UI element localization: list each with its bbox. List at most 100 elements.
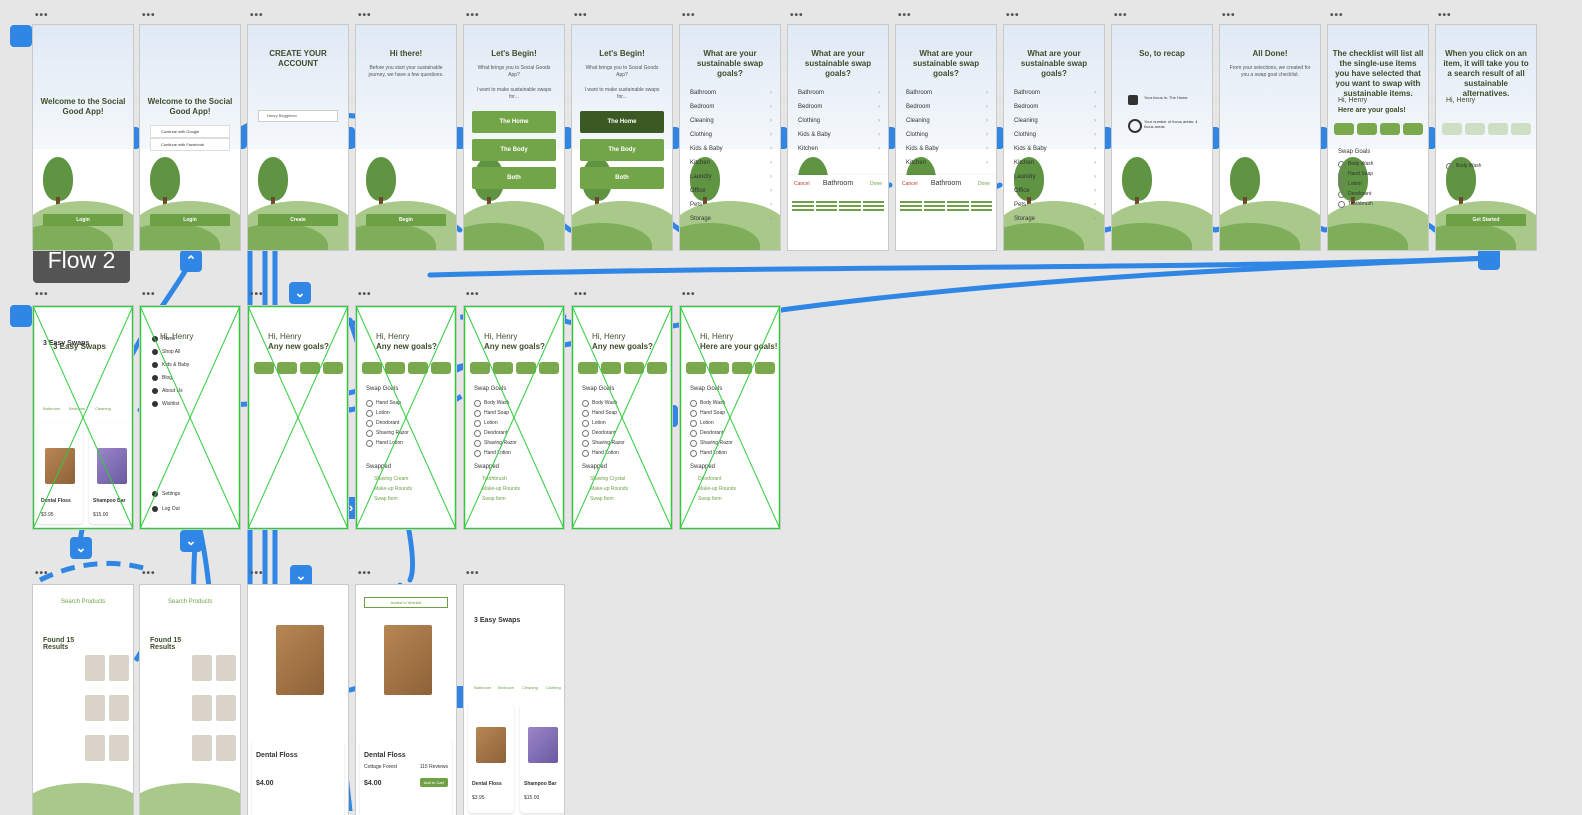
artboard-menu-dots[interactable]: ••• [250,289,264,300]
swap-goal-item[interactable]: Lotion [582,418,666,428]
category-tab[interactable]: Bathroom [43,406,61,411]
product-thumbnail[interactable] [85,695,105,721]
artboard-menu-dots[interactable]: ••• [250,10,264,21]
swapped-item[interactable]: Deodorant [698,476,722,482]
side-menu-item[interactable]: Log Out [162,506,180,512]
modal-cancel-link[interactable]: Cancel [902,181,918,187]
goal-category-item[interactable]: Laundry› [690,171,772,185]
product-thumbnail[interactable] [109,735,129,761]
subcategory-chip[interactable] [815,209,837,211]
swap-goal-item[interactable]: Hand Soap [690,408,774,418]
goal-category-item[interactable]: Kids & Baby› [690,143,772,157]
side-menu-item[interactable]: Wishlist [162,401,180,407]
category-chip[interactable] [1403,123,1423,135]
goal-category-item[interactable]: Kitchen› [906,157,988,171]
swap-goal-item[interactable]: Lotion [1338,179,1422,189]
goal-category-item[interactable]: Cleaning› [1014,115,1096,129]
modal-done-link[interactable]: Done [870,181,882,187]
subcategory-chip[interactable] [839,209,861,211]
category-chip[interactable] [362,362,382,374]
swap-goal-item[interactable]: Lotion [474,418,558,428]
swap-goal-item[interactable]: Hand Soap [582,408,666,418]
subcategory-chip[interactable] [792,205,814,207]
artboard-menu-dots[interactable]: ••• [466,289,480,300]
product-thumbnail[interactable] [192,695,212,721]
goal-category-item[interactable]: Bathroom› [1014,87,1096,101]
goal-category-item[interactable]: Clothing› [798,115,880,129]
artboard-menu-dots[interactable]: ••• [142,289,156,300]
product-thumbnail[interactable] [192,655,212,681]
category-chip[interactable] [323,362,343,374]
subcategory-chip[interactable] [839,201,861,203]
product-thumbnail[interactable] [85,655,105,681]
category-chip[interactable] [493,362,513,374]
subcategory-chip[interactable] [815,201,837,203]
artboard-menu-dots[interactable]: ••• [358,568,372,579]
swapped-item[interactable]: Swap Item [698,496,722,502]
goal-category-item[interactable]: Kids & Baby› [798,129,880,143]
goal-category-item[interactable]: Laundry› [1014,171,1096,185]
product-thumbnail[interactable] [216,735,236,761]
category-chip[interactable] [709,362,729,374]
prototype-connector-handle[interactable]: ⌃ [180,250,202,272]
artboard-row1-9[interactable]: What are your sustainable swap goals?Bat… [896,25,996,250]
subcategory-chip[interactable] [923,201,945,203]
product-thumbnail[interactable] [109,695,129,721]
artboard-row1-6[interactable]: Let's Begin!What brings you to Social Go… [572,25,672,250]
artboard-menu-dots[interactable]: ••• [1006,10,1020,21]
artboard-row1-10[interactable]: What are your sustainable swap goals?Bat… [1004,25,1104,250]
product-thumbnail[interactable] [216,695,236,721]
artboard-menu-dots[interactable]: ••• [1114,10,1128,21]
goal-option-button[interactable]: Both [472,167,556,189]
prototype-connector-handle[interactable] [10,305,32,327]
swapped-item[interactable]: Make-up Rounds [374,486,413,492]
swap-goal-item[interactable]: Deodorant [366,418,450,428]
artboard-row1-1[interactable]: Welcome to the Social Good App!Login [33,25,133,250]
category-chip[interactable] [408,362,428,374]
auth-option-button[interactable]: Continue with Google [150,125,230,138]
primary-button[interactable]: Login [150,214,230,226]
side-menu-item[interactable]: Kids & Baby [162,362,190,368]
category-tab[interactable]: Cleaning [95,406,111,411]
prototype-connector-handle[interactable] [10,25,32,47]
subcategory-chip[interactable] [970,209,992,211]
artboard-menu-dots[interactable]: ••• [250,568,264,579]
artboard-row1-12[interactable]: All Done!From your selections, we create… [1220,25,1320,250]
category-chip[interactable] [300,362,320,374]
category-tab[interactable]: Bedroom [69,406,86,411]
swap-goal-item[interactable]: Hand Lotion [690,448,774,458]
goal-category-item[interactable]: Bedroom› [906,101,988,115]
swapped-item[interactable]: Swap Item [482,496,506,502]
goal-category-item[interactable]: Pets› [690,199,772,213]
subcategory-chip[interactable] [862,209,884,211]
goal-option-button[interactable]: The Body [472,139,556,161]
artboard-menu-dots[interactable]: ••• [466,10,480,21]
prototype-connector-handle[interactable]: ⌄ [180,530,202,552]
subcategory-chip[interactable] [947,209,969,211]
product-card[interactable]: Dental Floss$3.95 [37,424,83,524]
subcategory-chip[interactable] [900,205,922,207]
side-menu-item[interactable]: About Us [162,388,183,394]
category-chip[interactable] [647,362,667,374]
goal-category-item[interactable]: Kids & Baby› [906,143,988,157]
swap-goal-item[interactable]: Body Wash [474,398,558,408]
subcategory-chip[interactable] [862,205,884,207]
category-chip[interactable] [578,362,598,374]
goal-category-item[interactable]: Office› [690,185,772,199]
category-chip[interactable] [1357,123,1377,135]
artboard-row1-4[interactable]: Hi there!Before you start your sustainab… [356,25,456,250]
swap-goal-item[interactable]: Hand Lotion [474,448,558,458]
goal-category-item[interactable]: Bathroom› [690,87,772,101]
goal-category-item[interactable]: Kitchen› [798,143,880,157]
swap-goal-item[interactable]: Shaving Razor [582,438,666,448]
goal-category-item[interactable]: Bathroom› [798,87,880,101]
subcategory-chip[interactable] [862,201,884,203]
artboard-row1-7[interactable]: What are your sustainable swap goals?Bat… [680,25,780,250]
side-menu-item[interactable]: Settings [162,491,181,497]
category-chip[interactable] [1380,123,1400,135]
